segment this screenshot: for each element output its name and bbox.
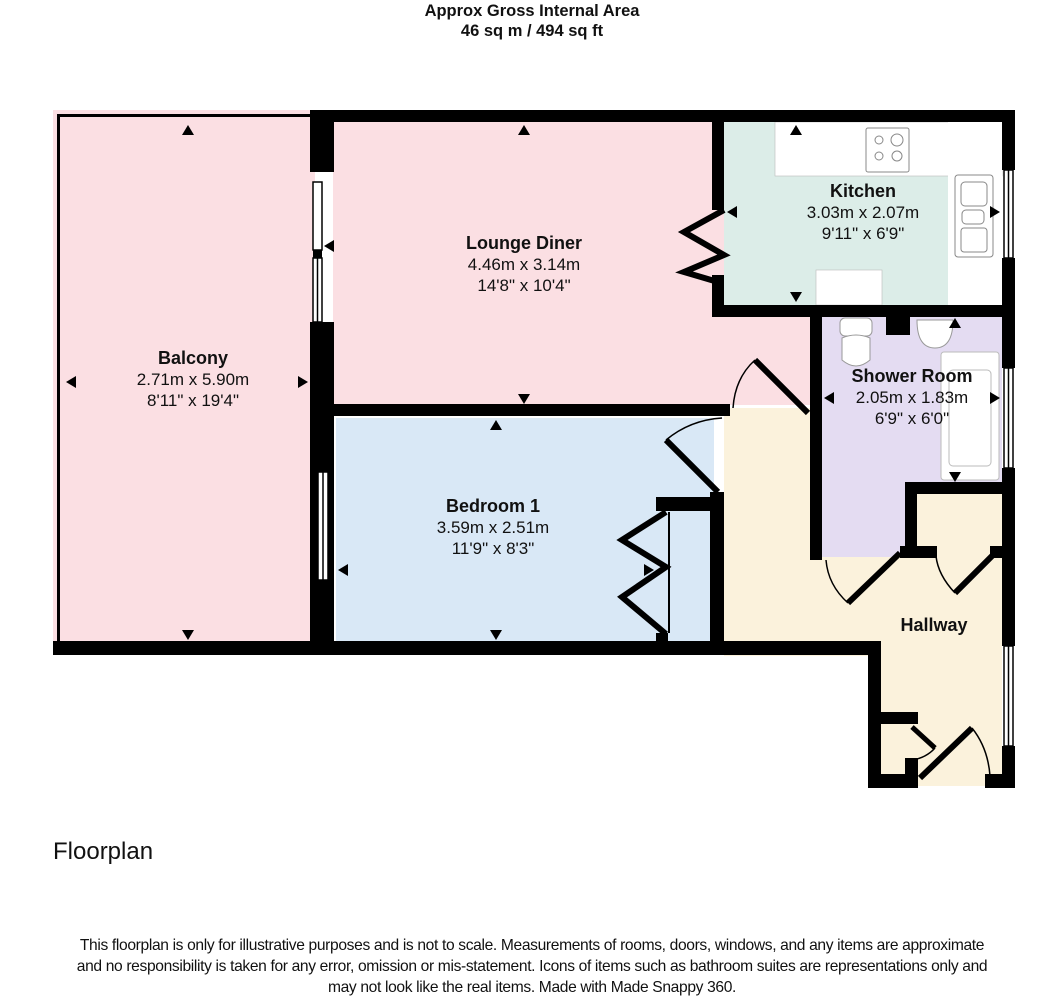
disclaimer-line-3: may not look like the real items. Made w… <box>327 979 737 996</box>
room-label-hallway: Hallway <box>874 615 994 636</box>
room-metric: 4.46m x 3.14m <box>467 255 581 274</box>
area-value: 46 sq m / 494 sq ft <box>460 22 604 40</box>
room-metric: 2.71m x 5.90m <box>136 370 250 389</box>
room-name: Kitchen <box>829 181 896 201</box>
doors <box>616 207 998 781</box>
room-name: Lounge Diner <box>466 233 582 253</box>
room-label-bedroom-1: Bedroom 1 3.59m x 2.51m 11'9" x 8'3" <box>403 496 583 559</box>
dimension-arrows <box>66 125 1000 640</box>
room-label-lounge-diner: Lounge Diner 4.46m x 3.14m 14'8" x 10'4" <box>424 233 624 296</box>
balcony-fill <box>53 110 315 645</box>
room-name: Bedroom 1 <box>445 496 541 516</box>
disclaimer-line-1: This floorplan is only for illustrative … <box>79 937 985 954</box>
basin-icon <box>916 319 954 349</box>
room-label-balcony: Balcony 2.71m x 5.90m 8'11" x 19'4" <box>108 348 278 411</box>
toilet-icon <box>839 317 873 367</box>
disclaimer-line-2: and no responsibility is taken for any e… <box>76 958 988 975</box>
room-imperial: 11'9" x 8'3" <box>451 539 535 558</box>
disclaimer: This floorplan is only for illustrative … <box>0 935 1064 998</box>
room-name: Hallway <box>900 615 968 635</box>
room-imperial: 6'9" x 6'0" <box>874 409 950 428</box>
room-imperial: 14'8" x 10'4" <box>477 276 571 295</box>
hob-icon <box>865 127 910 173</box>
bedroom-fill <box>336 418 714 641</box>
area-header: Approx Gross Internal Area 46 sq m / 494… <box>0 0 1064 41</box>
room-name: Shower Room <box>851 366 973 386</box>
room-metric: 3.59m x 2.51m <box>436 518 550 537</box>
area-title: Approx Gross Internal Area <box>424 2 640 20</box>
room-name: Balcony <box>157 348 229 368</box>
hallway-fill <box>724 408 1002 786</box>
room-imperial: 9'11" x 6'9" <box>821 224 905 243</box>
floorplan-drawing <box>53 110 1015 788</box>
bath-icon <box>940 351 1000 481</box>
room-label-shower-room: Shower Room 2.05m x 1.83m 6'9" x 6'0" <box>822 366 1002 429</box>
room-imperial: 8'11" x 19'4" <box>147 391 239 410</box>
walls <box>53 110 1015 788</box>
room-metric: 2.05m x 1.83m <box>855 388 969 407</box>
floorplan-caption: Floorplan <box>53 838 154 865</box>
room-label-kitchen: Kitchen 3.03m x 2.07m 9'11" x 6'9" <box>773 181 953 244</box>
room-metric: 3.03m x 2.07m <box>806 203 920 222</box>
kitchen-unit-bottom <box>815 269 883 306</box>
